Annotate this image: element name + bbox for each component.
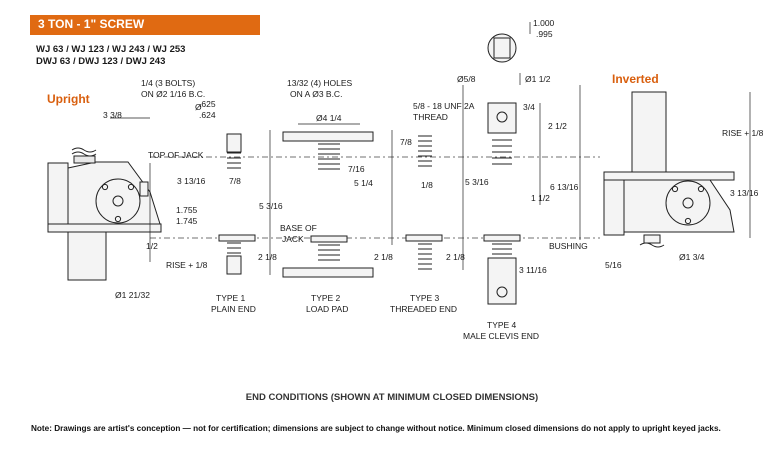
bolt-spec-line-1: 1/4 (3 BOLTS)	[141, 78, 195, 88]
inverted-jack	[603, 91, 735, 248]
type-4-label: TYPE 4	[487, 320, 517, 330]
type-4-male-clevis-end	[483, 33, 521, 305]
upright-jack	[47, 147, 162, 281]
dim-7-8-type3: 7/8	[400, 137, 412, 147]
dim-1-8: 1/8	[421, 180, 433, 190]
dim-1-1-2: 1 1/2	[531, 193, 550, 203]
inverted-label: Inverted	[612, 72, 659, 86]
dim-624: .624	[199, 110, 216, 120]
dim-dia-1-21-32: Ø1 21/32	[115, 290, 150, 300]
dim-dia-4-1-4: Ø4 1/4	[316, 113, 342, 123]
dim-995: .995	[536, 29, 553, 39]
type-1-desc: PLAIN END	[211, 304, 256, 314]
dim-dia-1-1-2: Ø1 1/2	[525, 74, 551, 84]
dim-7-8-type1: 7/8	[229, 176, 241, 186]
dim-5-3-16-type3: 5 3/16	[465, 177, 489, 187]
dimension-lines	[110, 22, 751, 275]
type-3-threaded-end	[405, 135, 443, 270]
model-list-line-2: DWJ 63 / DWJ 123 / DWJ 243	[36, 56, 166, 67]
dim-dia-1-3-4: Ø1 3/4	[679, 252, 705, 262]
dim-5-3-16-type1: 5 3/16	[259, 201, 283, 211]
dim-2-1-8-type1: 2 1/8	[258, 252, 277, 262]
base-of-jack-label-1: BASE OF	[280, 223, 317, 233]
thread-spec-line-1: 5/8 - 18 UNF 2A	[413, 101, 475, 111]
dim-3-13-16-inverted: 3 13/16	[730, 188, 759, 198]
thread-spec-line-2: THREAD	[413, 112, 448, 122]
rise-label-inverted: RISE + 1/8	[722, 128, 764, 138]
rise-label-upright: RISE + 1/8	[166, 260, 208, 270]
dim-5-16: 5/16	[605, 260, 622, 270]
model-list-line-1: WJ 63 / WJ 123 / WJ 243 / WJ 253	[36, 44, 186, 55]
dim-2-1-8-type3: 2 1/8	[446, 252, 465, 262]
holes-spec-line-2: ON A Ø3 B.C.	[290, 89, 342, 99]
dim-1000: 1.000	[533, 18, 555, 28]
dim-2-1-2: 2 1/2	[548, 121, 567, 131]
dim-3-4: 3/4	[523, 102, 535, 112]
type-2-load-pad	[282, 131, 374, 278]
base-of-jack-label-2: JACK	[282, 234, 304, 244]
dim-625: .625	[199, 99, 216, 109]
dim-3-11-16: 3 11/16	[519, 265, 547, 275]
dim-1745: 1.745	[176, 216, 198, 226]
disclaimer-note: Note: Drawings are artist's conception —…	[31, 424, 721, 433]
dim-7-16: 7/16	[348, 164, 365, 174]
dim-1-2: 1/2	[146, 241, 158, 251]
type-3-label: TYPE 3	[410, 293, 440, 303]
bushing-label: BUSHING	[549, 241, 588, 251]
type-1-plain-end	[218, 133, 256, 275]
type-1-label: TYPE 1	[216, 293, 246, 303]
dim-6-13-16: 6 13/16	[550, 182, 579, 192]
type-3-desc: THREADED END	[390, 304, 457, 314]
dim-2-1-8-type2: 2 1/8	[374, 252, 393, 262]
bolt-spec-line-2: ON Ø2 1/16 B.C.	[141, 89, 205, 99]
dim-3-3-8: 3 3/8	[103, 110, 122, 120]
top-of-jack-label: TOP OF JACK	[148, 150, 204, 160]
dim-dia-symbol: Ø	[195, 102, 202, 112]
page-title: 3 TON - 1" SCREW	[38, 17, 145, 31]
dim-5-1-4: 5 1/4	[354, 178, 373, 188]
dim-3-13-16-upright: 3 13/16	[177, 176, 206, 186]
type-4-desc: MALE CLEVIS END	[463, 331, 539, 341]
dim-dia-5-8: Ø5/8	[457, 74, 476, 84]
type-2-desc: LOAD PAD	[306, 304, 348, 314]
type-2-label: TYPE 2	[311, 293, 341, 303]
end-conditions-caption: END CONDITIONS (SHOWN AT MINIMUM CLOSED …	[245, 392, 539, 403]
holes-spec-line-1: 13/32 (4) HOLES	[287, 78, 353, 88]
dim-1755: 1.755	[176, 205, 198, 215]
upright-label: Upright	[47, 92, 90, 106]
title-banner: 3 TON - 1" SCREW	[30, 15, 260, 35]
